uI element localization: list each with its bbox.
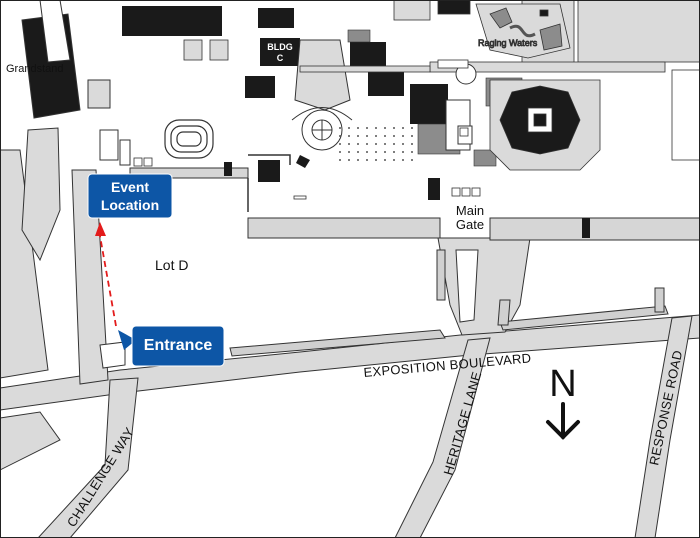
plaza-dot: [384, 135, 386, 137]
buildings-light: [183, 39, 307, 200]
curb-strips: [229, 249, 669, 357]
plaza-dot: [375, 127, 377, 129]
grandstand-area: [21, 0, 131, 262]
heritage-lane-road: [394, 337, 491, 538]
plaza-dot: [411, 143, 413, 145]
north-arrow: N: [546, 363, 580, 440]
plaza-dot: [366, 151, 368, 153]
event-location-label-line1: Event: [111, 179, 149, 195]
plaza-dot: [357, 159, 359, 161]
central-walkways: [299, 59, 469, 73]
plaza-dot: [393, 127, 395, 129]
challenge-way-road: [37, 377, 139, 538]
bldg-c-label-line1: BLDG: [267, 42, 293, 52]
road-medians: [0, 249, 479, 471]
plaza-dot: [357, 127, 359, 129]
plaza-dot: [348, 159, 350, 161]
plaza-dot: [411, 135, 413, 137]
plaza-dot: [393, 151, 395, 153]
entrance-median: [99, 341, 126, 369]
left-access-road: [71, 169, 109, 385]
plaza-dot: [366, 143, 368, 145]
plaza-dot: [375, 159, 377, 161]
sw-shoulder: [0, 411, 61, 471]
plaza-dot: [384, 127, 386, 129]
central-plaza: [291, 39, 353, 151]
plaza-dot: [411, 159, 413, 161]
plaza-dot: [411, 151, 413, 153]
plaza-dot: [339, 127, 341, 129]
route-line: [99, 235, 117, 327]
plaza-dot: [357, 135, 359, 137]
plaza-dot: [339, 159, 341, 161]
track-oval: [164, 119, 214, 159]
ring-area: [445, 63, 477, 151]
arrow-down-icon: [546, 402, 580, 440]
plaza-dot: [348, 151, 350, 153]
plaza-dot: [393, 143, 395, 145]
bldg-c-label-line2: C: [277, 53, 284, 63]
gate-squares: [133, 127, 481, 197]
plaza-dot: [339, 135, 341, 137]
north-label: N: [549, 363, 576, 405]
plaza-dot: [366, 135, 368, 137]
plaza-dot: [384, 143, 386, 145]
boundary-marker: [582, 218, 590, 238]
plaza-dot: [375, 135, 377, 137]
plaza-dot: [393, 159, 395, 161]
lot-d-label: Lot D: [155, 257, 188, 273]
plaza-dot: [384, 159, 386, 161]
entrance-callout[interactable]: Entrance: [118, 325, 225, 367]
plaza-dot: [384, 151, 386, 153]
plaza-dot: [348, 143, 350, 145]
raging-waters-label: Raging Waters: [478, 38, 538, 48]
plaza-dot: [393, 135, 395, 137]
bldg-c-building: BLDG C: [260, 38, 300, 66]
exposition-boulevard-road: [0, 314, 700, 411]
raging-waters-park: Raging Waters: [475, 3, 571, 59]
entrance-pointer-icon: [118, 330, 136, 350]
plaza-dot: [348, 135, 350, 137]
route-arrowhead-icon: [95, 222, 106, 236]
fairgrounds-boundary: [129, 167, 700, 241]
plaza-dot: [402, 151, 404, 153]
grandstand-label: Grandstand: [6, 63, 63, 75]
plaza-dot: [402, 127, 404, 129]
main-gate-label-line1: Main: [456, 203, 484, 218]
plaza-dot: [411, 127, 413, 129]
far-left-road: [0, 149, 49, 379]
plaza-dot: [348, 127, 350, 129]
dotted-plaza: [339, 127, 413, 161]
entrance-label: Entrance: [144, 337, 213, 354]
plaza-dot: [375, 143, 377, 145]
plaza-dot: [366, 127, 368, 129]
event-location-callout[interactable]: Event Location: [87, 173, 173, 219]
plaza-dot: [339, 151, 341, 153]
event-location-label-line2: Location: [101, 197, 159, 213]
plaza-dot: [357, 151, 359, 153]
plaza-dot: [402, 159, 404, 161]
plaza-dot: [402, 143, 404, 145]
gate-marker-left: [224, 162, 232, 176]
plaza-dot: [366, 159, 368, 161]
plaza-dot: [375, 151, 377, 153]
main-gate-label-line2: Gate: [456, 217, 484, 232]
main-gate-median: [455, 249, 479, 323]
response-road-road: [634, 315, 693, 538]
plaza-dot: [402, 135, 404, 137]
plaza-dot: [339, 143, 341, 145]
internal-walkway: [247, 154, 291, 212]
octagon-complex: [489, 79, 601, 171]
plaza-dot: [357, 143, 359, 145]
